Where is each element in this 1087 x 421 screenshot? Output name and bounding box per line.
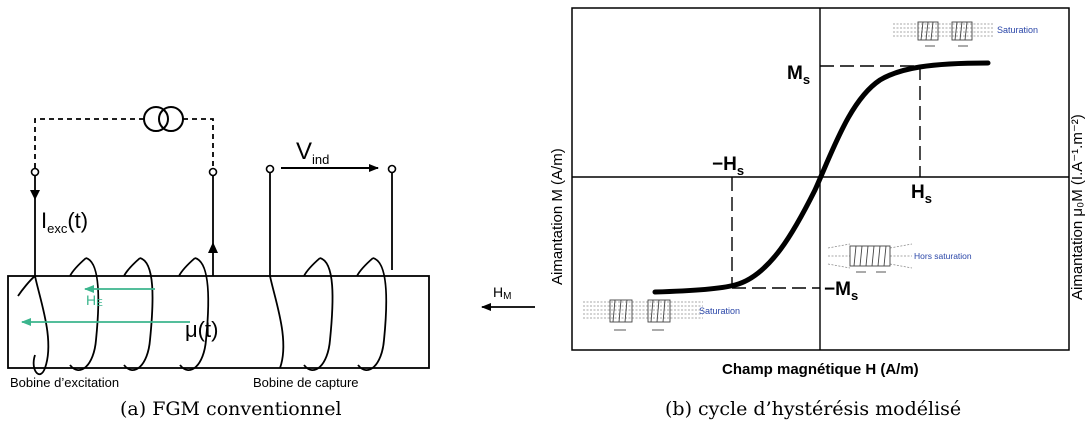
ms-label: Ms [787, 63, 810, 87]
hors-saturation-callout: Hors saturation [827, 243, 972, 273]
saturation-top-label: Saturation [997, 25, 1038, 35]
current-source-icon [143, 106, 184, 132]
magnetic-core [7, 275, 430, 369]
current-down-arrow-icon [30, 190, 40, 200]
magnetization-curve [652, 60, 991, 295]
coil-thumbnail-icon [917, 21, 973, 47]
y-axis-label: Aimantation M (A/m) [549, 148, 566, 285]
hors-saturation-label: Hors saturation [914, 251, 972, 261]
terminal-left-cap [265, 164, 275, 174]
fgm-diagram: Iexc(t) Vind HE μ(t) Bobine d’excitation… [7, 106, 430, 420]
iexc-label: Iexc(t) [41, 208, 88, 236]
neg-hs-label: −Hs [712, 154, 744, 178]
x-axis-label: Champ magnétique H (A/m) [722, 361, 919, 378]
hysteresis-plot: Ms −Hs Hs −Ms Saturation [549, 7, 1086, 420]
saturation-bottom-callout: Saturation [583, 299, 740, 331]
terminal-right-exc [208, 167, 218, 177]
right-axis-label: Aimantation μ₀M (I.A⁻¹.m⁻²) [1069, 114, 1086, 300]
vind-label: Vind [296, 138, 329, 167]
excitation-coil [17, 257, 210, 375]
saturation-top-callout: Saturation [893, 21, 1038, 47]
neg-ms-label: −Ms [824, 279, 858, 303]
hm-indicator: HM [481, 284, 535, 311]
coil-thumbnail-icon [609, 299, 671, 331]
he-label: HE [86, 292, 103, 309]
terminal-left-exc [30, 167, 40, 177]
coil-thumbnail-icon [849, 245, 891, 273]
hm-label: HM [493, 284, 511, 302]
excitation-coil-label: Bobine d’excitation [10, 375, 119, 390]
mu-label: μ(t) [185, 317, 218, 342]
excitation-wire-top [34, 118, 214, 168]
capture-coil [269, 257, 388, 371]
caption-b: (b) cycle d’hystérésis modélisé [665, 398, 961, 420]
capture-coil-label: Bobine de capture [253, 375, 359, 390]
current-up-arrow-icon [208, 242, 218, 253]
terminal-right-cap [387, 164, 397, 174]
saturation-bottom-label: Saturation [699, 306, 740, 316]
hs-label: Hs [911, 182, 932, 206]
caption-a: (a) FGM conventionnel [120, 398, 342, 420]
